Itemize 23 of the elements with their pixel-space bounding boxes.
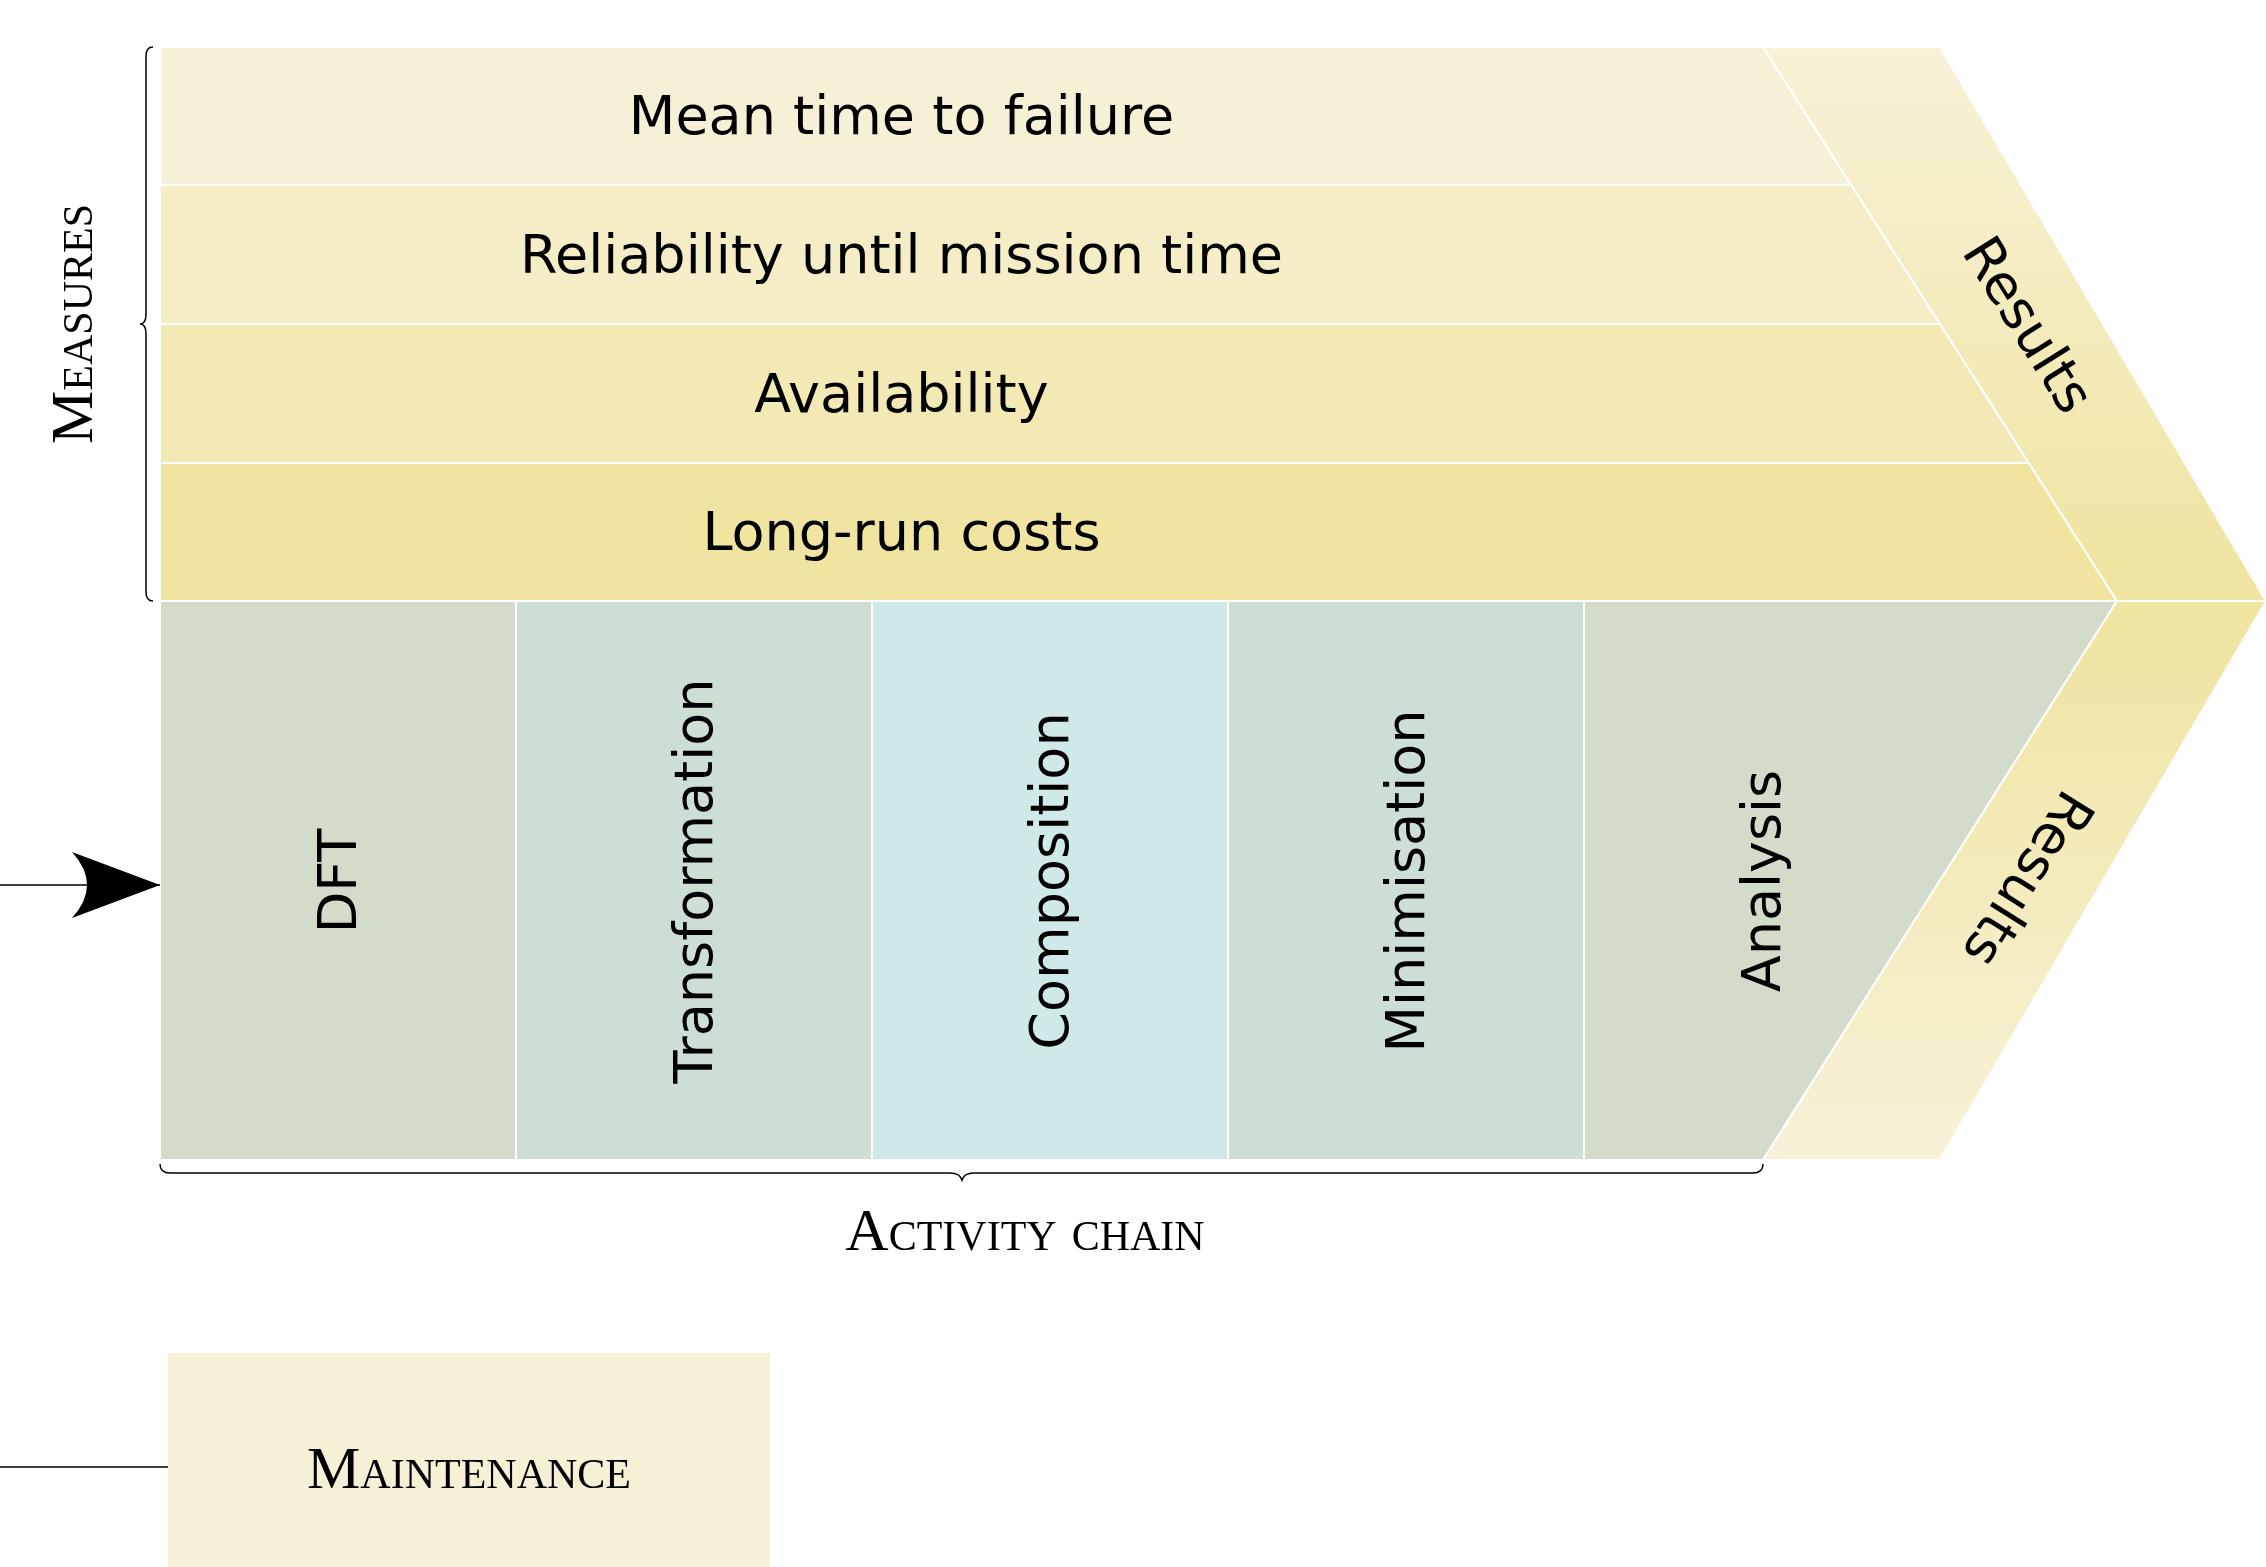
maintenance-box [168,1353,770,1567]
measure-band [160,47,1852,185]
band-label: Mean time to failure [628,89,1175,143]
results-chevron [1763,47,2266,601]
activity-column [1228,601,1584,1160]
band-label: Reliability until mission time [519,227,1284,282]
activity-column [1584,601,2117,1160]
bracket-label: Activity chain [845,1200,1205,1260]
measure-band [160,463,2117,601]
connector-line [0,1466,169,1468]
activity-column [160,601,516,1160]
bracket-label: Measures [42,203,102,445]
measure-band [160,185,1940,324]
activity-column [516,601,872,1160]
activity-label: Minimisation [1379,709,1433,1053]
maintenance-label: Maintenance [307,1438,631,1498]
activity-column [872,601,1228,1160]
activity-label: Analysis [1735,769,1789,993]
activity-label: Transformation [667,678,721,1084]
band-label: Availability [754,366,1049,421]
activity-label: DFT [311,828,365,934]
band-label: Long-run costs [702,505,1101,559]
activity-label: Composition [1023,712,1077,1050]
